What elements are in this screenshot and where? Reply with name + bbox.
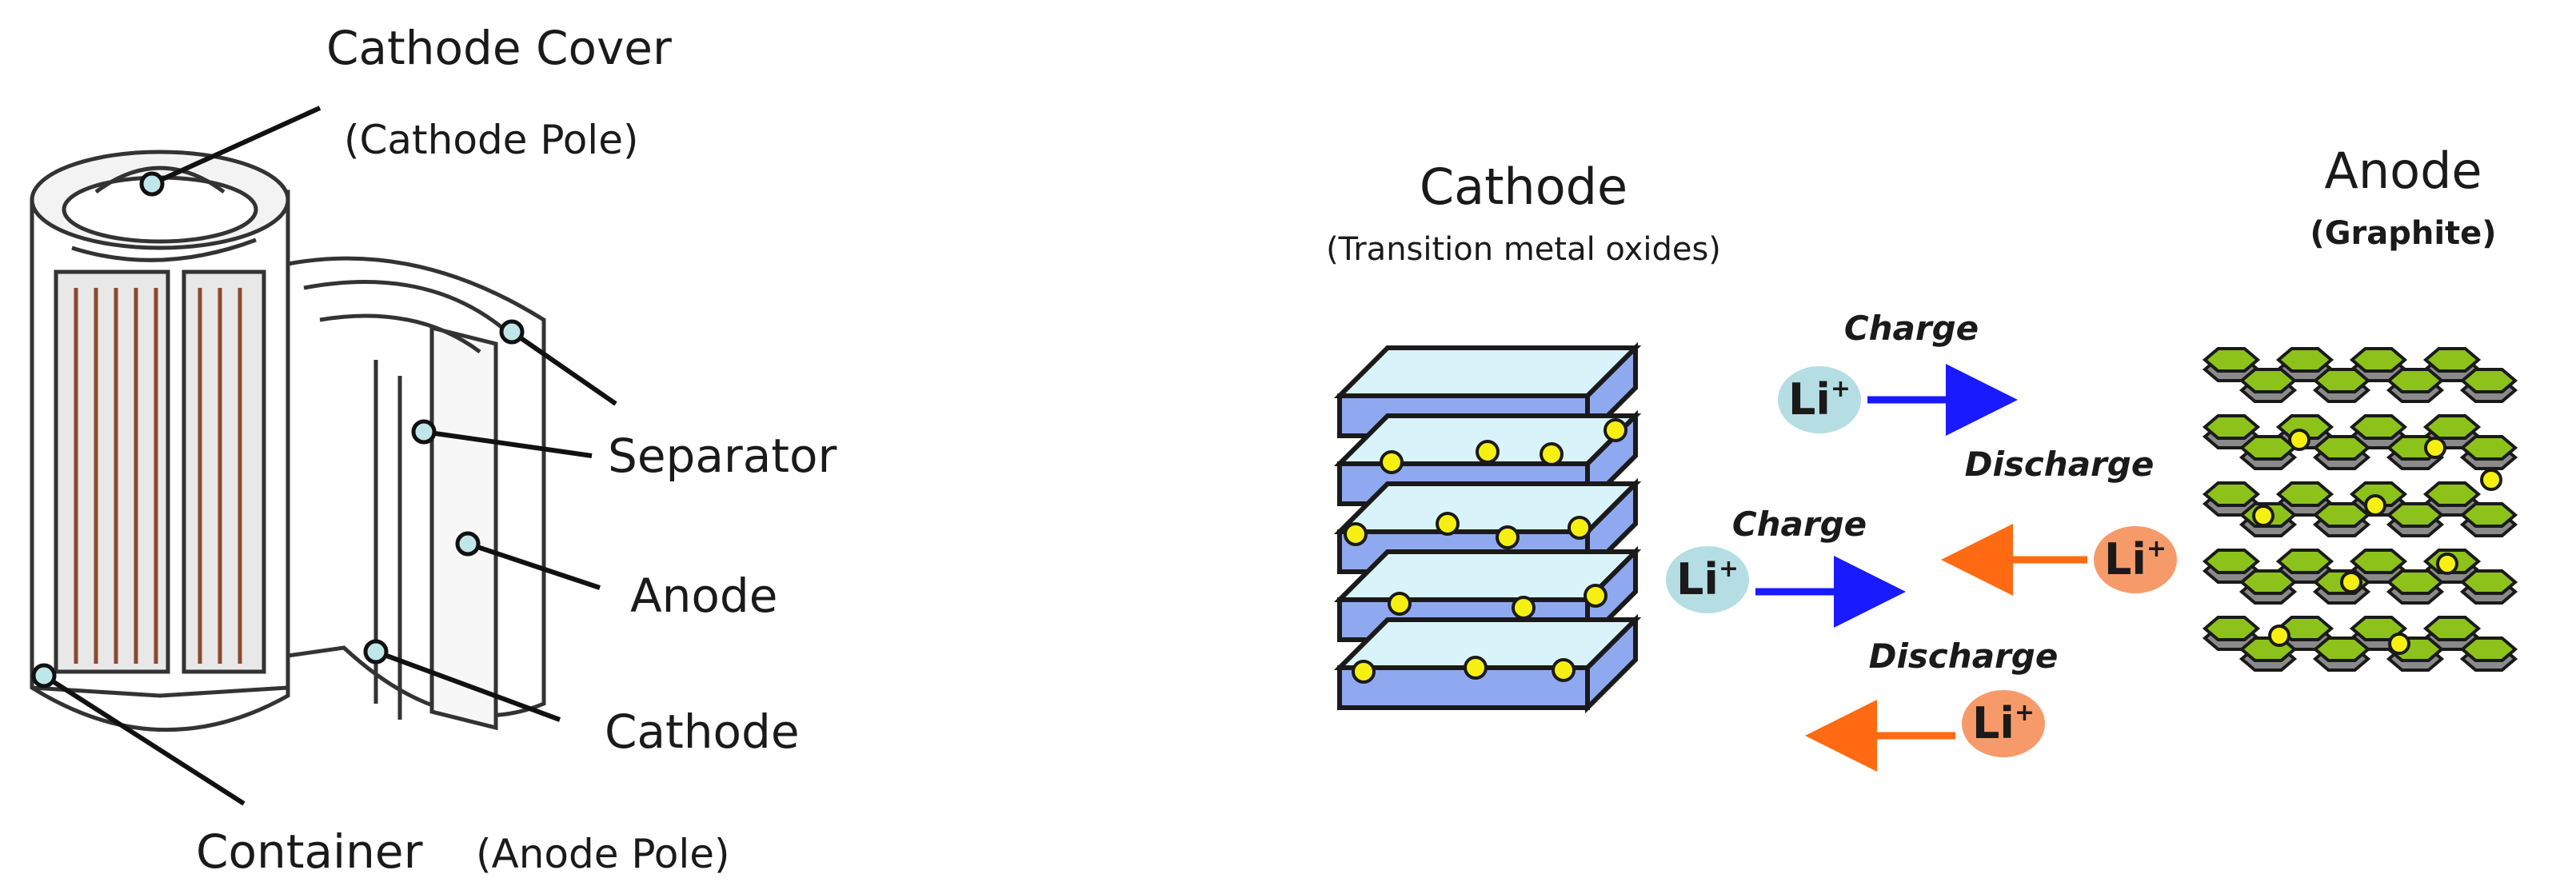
graphite-hex [2202, 549, 2261, 574]
li-ion-bubble-charge-lower [1666, 546, 1749, 613]
label-separator: Separator [608, 429, 837, 483]
graphite-hex [2459, 435, 2518, 461]
cell-cutaway [30, 150, 290, 732]
li-ion-bubble-charge-upper [1778, 366, 1861, 433]
anode-graphite [2202, 347, 2518, 672]
leader-lines [42, 106, 617, 806]
anode-subtitle: (Graphite) [2310, 215, 2496, 252]
anode-lithium-dot [2268, 625, 2290, 647]
label-cathode-part: Cathode [605, 704, 800, 759]
anode-title: Anode [2324, 142, 2482, 200]
graphite-hex [2422, 347, 2482, 373]
electrode-stack-left [54, 269, 170, 674]
graphite-hex [2422, 414, 2482, 440]
charge-label-lower: Charge [1732, 505, 1867, 544]
graphite-hex [2349, 414, 2408, 440]
anode-lithium-dot [2436, 553, 2458, 575]
graphite-hex [2459, 637, 2518, 662]
cathode-lithium-dots [1344, 418, 1627, 684]
li-ion-bubble-discharge-upper [2094, 526, 2177, 593]
li-ion-bubble-discharge-lower [1962, 690, 2045, 757]
cathode-plate [1333, 613, 1642, 714]
electrode-stack-right [182, 269, 266, 674]
graphite-hex [2312, 637, 2371, 662]
graphite-hex [2386, 502, 2445, 528]
graphite-hex [2275, 616, 2334, 641]
graphite-hex [2275, 347, 2334, 373]
graphite-hex [2349, 347, 2408, 373]
anode-lithium-dot [2340, 571, 2362, 593]
graphite-hex [2202, 347, 2261, 373]
graphite-hex [2202, 481, 2261, 507]
cathode-subtitle: (Transition metal oxides) [1326, 231, 1721, 268]
label-anode-pole: (Anode Pole) [476, 831, 730, 877]
graphite-hex [2459, 368, 2518, 393]
anode-lithium-dot [2424, 437, 2446, 459]
graphite-hex [2422, 616, 2482, 641]
leader-markers [31, 171, 525, 688]
discharge-label-lower: Discharge [1869, 637, 2059, 676]
anode-lithium-dot [2480, 469, 2502, 491]
li-ion-label: Li+ [2104, 534, 2167, 585]
charge-label-upper: Charge [1844, 309, 1979, 348]
unrolled-sheet-anode [429, 325, 498, 731]
graphite-hex [2239, 368, 2298, 393]
label-cathode-cover: Cathode Cover [326, 21, 672, 75]
graphite-hex [2422, 481, 2482, 507]
graphite-hex [2202, 414, 2261, 440]
graphite-hex [2312, 502, 2371, 528]
graphite-hex [2312, 435, 2371, 461]
anode-lithium-dot [2364, 494, 2386, 517]
graphite-hex [2239, 435, 2298, 461]
graphite-hex [2459, 502, 2518, 528]
label-container: Container [196, 824, 423, 879]
cathode-plates [1333, 341, 1642, 714]
graphite-hex [2202, 616, 2261, 641]
li-ion-label: Li+ [1676, 554, 1739, 605]
cathode-title: Cathode [1420, 158, 1627, 216]
graphite-hex [2349, 549, 2408, 574]
li-ion-label: Li+ [1788, 374, 1851, 425]
graphite-hex [2275, 481, 2334, 507]
graphite-hex [2386, 569, 2445, 595]
graphite-hex [2459, 569, 2518, 595]
graphite-hex [2386, 368, 2445, 393]
graphite-hex [2239, 569, 2298, 595]
label-cathode-pole: (Cathode Pole) [344, 117, 638, 163]
graphite-hex [2349, 616, 2408, 641]
anode-lithium-dot [2252, 505, 2274, 527]
discharge-label-upper: Discharge [1965, 445, 2155, 484]
anode-lithium-dot [2288, 429, 2310, 451]
electrode-layers [74, 288, 242, 664]
li-ion-label: Li+ [1972, 698, 2035, 748]
anode-lithium-dot [2388, 633, 2410, 655]
graphite-hex [2275, 549, 2334, 574]
label-anode-part: Anode [630, 569, 777, 623]
graphite-hex [2312, 368, 2371, 393]
